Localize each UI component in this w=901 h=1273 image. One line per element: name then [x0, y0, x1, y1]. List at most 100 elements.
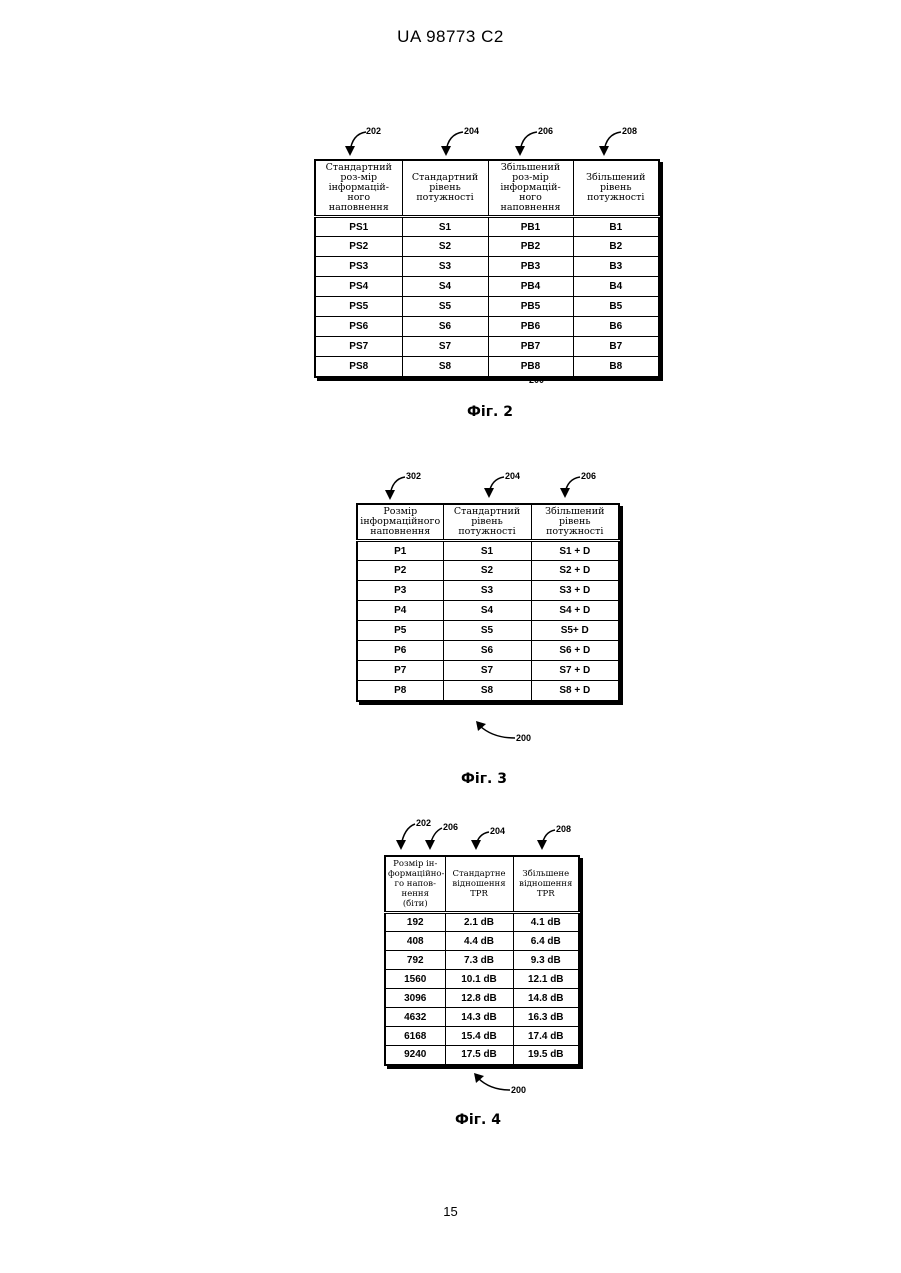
table-row: P2S2S2 + D [357, 561, 619, 581]
table-cell: S6 [402, 317, 488, 337]
table-row: 156010.1 dB12.1 dB [385, 970, 579, 989]
table-cell: S6 + D [531, 641, 619, 661]
ref-label-206: 206 [538, 126, 553, 136]
ref-label-208: 208 [556, 824, 571, 834]
table-cell: S1 [443, 541, 531, 561]
table-cell: B1 [573, 217, 659, 237]
table-row: PS1S1PB1B1 [315, 217, 659, 237]
table-cell: 15.4 dB [445, 1027, 513, 1046]
table-cell: S3 [402, 257, 488, 277]
table-cell: P3 [357, 581, 443, 601]
table-cell: P6 [357, 641, 443, 661]
table-cell: PS3 [315, 257, 402, 277]
figure-caption: Фіг. 2 [390, 404, 590, 420]
table-cell: P4 [357, 601, 443, 621]
ref-label-200: 200 [511, 1085, 526, 1095]
table-cell: PB2 [488, 237, 573, 257]
table-cell: PS2 [315, 237, 402, 257]
table-cell: S7 [443, 661, 531, 681]
fig4-table: Розмір ін-формаційно-го напов-нення (біт… [384, 855, 580, 1066]
table-cell: S8 + D [531, 681, 619, 701]
table-row: PS5S5PB5B5 [315, 297, 659, 317]
ref-label-204: 204 [464, 126, 479, 136]
table-cell: 7.3 dB [445, 951, 513, 970]
table-row: PS2S2PB2B2 [315, 237, 659, 257]
table-cell: S7 [402, 337, 488, 357]
table-cell: S6 [443, 641, 531, 661]
figure-caption: Фіг. 4 [378, 1112, 578, 1128]
table-row: 1922.1 dB4.1 dB [385, 913, 579, 932]
table-row: 309612.8 dB14.8 dB [385, 989, 579, 1008]
table-cell: 16.3 dB [513, 1008, 579, 1027]
table-cell: S1 [402, 217, 488, 237]
table-cell: 4632 [385, 1008, 445, 1027]
table-cell: 14.3 dB [445, 1008, 513, 1027]
table-cell: PB3 [488, 257, 573, 277]
table-cell: S4 [402, 277, 488, 297]
table-cell: P7 [357, 661, 443, 681]
table-cell: 12.1 dB [513, 970, 579, 989]
table-cell: S5 [443, 621, 531, 641]
table-cell: B4 [573, 277, 659, 297]
table-cell: PB1 [488, 217, 573, 237]
column-header: Збільшене відношення TPR [513, 856, 579, 913]
table-cell: B7 [573, 337, 659, 357]
table-cell: B8 [573, 357, 659, 377]
table-cell: PB5 [488, 297, 573, 317]
figure-caption: Фіг. 3 [384, 771, 584, 787]
table-row: P3S3S3 + D [357, 581, 619, 601]
table-row: PS6S6PB6B6 [315, 317, 659, 337]
table-cell: B5 [573, 297, 659, 317]
table-cell: P1 [357, 541, 443, 561]
table-row: 924017.5 dB19.5 dB [385, 1046, 579, 1065]
table-cell: 6168 [385, 1027, 445, 1046]
table-cell: S3 [443, 581, 531, 601]
table-cell: 1560 [385, 970, 445, 989]
table-cell: P8 [357, 681, 443, 701]
table-cell: 19.5 dB [513, 1046, 579, 1065]
page-number: 15 [0, 1204, 901, 1219]
table-cell: S8 [443, 681, 531, 701]
table-cell: 2.1 dB [445, 913, 513, 932]
table-cell: 10.1 dB [445, 970, 513, 989]
table-cell: 14.8 dB [513, 989, 579, 1008]
table-cell: S4 + D [531, 601, 619, 621]
table-row: P6S6S6 + D [357, 641, 619, 661]
table-cell: 9.3 dB [513, 951, 579, 970]
table-cell: 792 [385, 951, 445, 970]
table-cell: P2 [357, 561, 443, 581]
table-row: P5S5S5+ D [357, 621, 619, 641]
ref-label-208: 208 [622, 126, 637, 136]
ref-label-202: 202 [416, 818, 431, 828]
table-cell: S2 + D [531, 561, 619, 581]
table-cell: 17.4 dB [513, 1027, 579, 1046]
table-cell: 6.4 dB [513, 932, 579, 951]
table-cell: S2 [402, 237, 488, 257]
table-cell: S1 + D [531, 541, 619, 561]
ref-label-206: 206 [443, 822, 458, 832]
table-row: P1S1S1 + D [357, 541, 619, 561]
table-cell: PS7 [315, 337, 402, 357]
column-header: Стандартний рівень потужності [443, 504, 531, 541]
ref-label-204: 204 [505, 471, 520, 481]
ref-label-206: 206 [581, 471, 596, 481]
column-header: Стандартне відношення TPR [445, 856, 513, 913]
table-cell: PS6 [315, 317, 402, 337]
table-cell: B2 [573, 237, 659, 257]
table-cell: B6 [573, 317, 659, 337]
table-cell: S3 + D [531, 581, 619, 601]
table-row: P7S7S7 + D [357, 661, 619, 681]
table-cell: PS5 [315, 297, 402, 317]
table-cell: S7 + D [531, 661, 619, 681]
table-row: PS4S4PB4B4 [315, 277, 659, 297]
table-cell: S2 [443, 561, 531, 581]
table-row: P8S8S8 + D [357, 681, 619, 701]
ref-label-302: 302 [406, 471, 421, 481]
table-cell: S5+ D [531, 621, 619, 641]
column-header: Розмір ін-формаційно-го напов-нення (біт… [385, 856, 445, 913]
table-row: P4S4S4 + D [357, 601, 619, 621]
fig2-table: Стандартний роз-мір інформацій-ного напо… [314, 159, 660, 378]
table-cell: 408 [385, 932, 445, 951]
table-cell: PB7 [488, 337, 573, 357]
column-header: Розмір інформаційного наповнення [357, 504, 443, 541]
